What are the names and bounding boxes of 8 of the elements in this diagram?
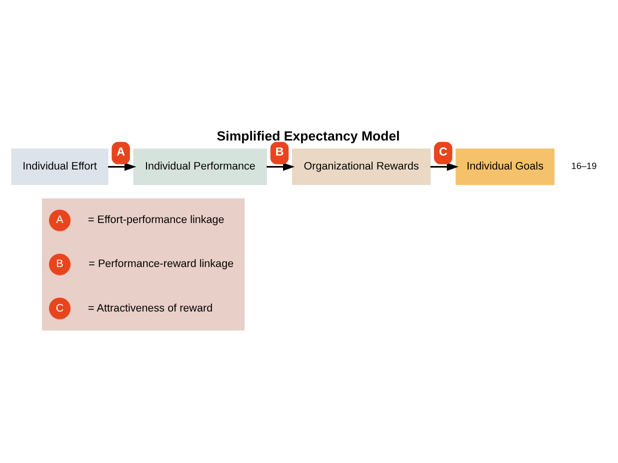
node-label: = Effort-performance linkage [88,214,224,226]
node-label: = Performance-reward linkage [88,258,234,270]
edge-label: B [275,145,284,158]
diagram-title: Simplified Expectancy Model [216,128,400,143]
edge-label: A [116,145,126,158]
node-label: = Attractiveness of reward [88,302,213,314]
label: 16–19 [571,160,597,171]
edge-label: C [439,145,448,158]
